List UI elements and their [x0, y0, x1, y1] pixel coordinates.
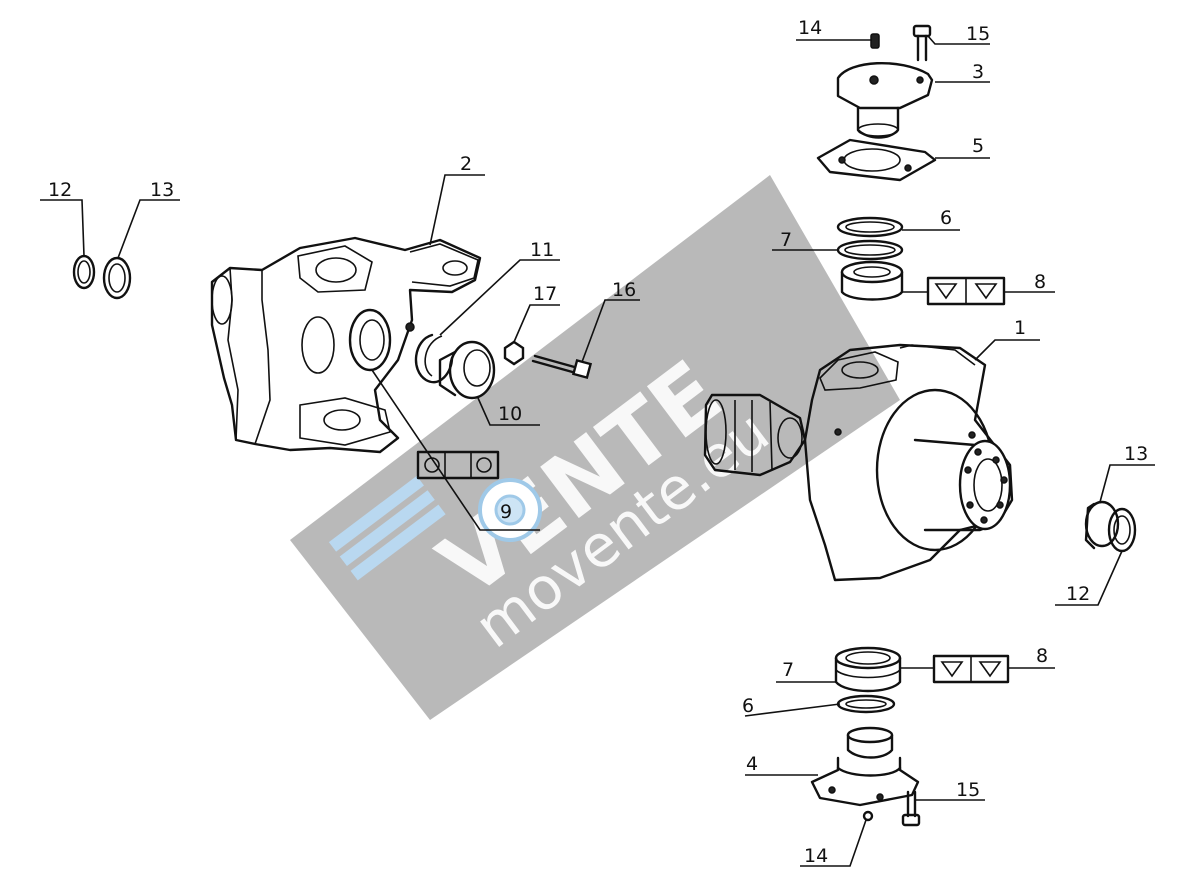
- callout-10: 10: [498, 403, 522, 425]
- callout-5: 5: [972, 135, 984, 157]
- part-15-screw-bottom: [901, 790, 921, 827]
- callout-13-left: 13: [150, 179, 174, 201]
- part-9-bearing-set-symbol: [416, 450, 500, 480]
- callout-6-bottom: 6: [742, 695, 754, 717]
- callout-15-bottom: 15: [956, 779, 980, 801]
- part-7-bearing-bottom: [834, 646, 902, 693]
- callout-4: 4: [746, 753, 758, 775]
- part-1-knuckle: [703, 343, 1014, 582]
- part-4-lower-cap: [810, 726, 920, 807]
- part-14-grease-nipple-bottom: [862, 810, 874, 822]
- part-6-seal-bottom: [836, 694, 896, 714]
- callout-2: 2: [460, 153, 472, 175]
- watermark-band: [290, 175, 900, 720]
- part-3-upper-cap: [836, 61, 934, 139]
- callout-3: 3: [972, 61, 984, 83]
- part-8-bearing-symbol-top: [926, 276, 1006, 306]
- callout-12-left: 12: [48, 179, 72, 201]
- callout-16: 16: [612, 279, 636, 301]
- watermark-logo-core: [494, 494, 526, 526]
- callout-15-top: 15: [966, 23, 990, 45]
- part-8-bearing-symbol-bottom: [932, 654, 1010, 684]
- part-13-washer-left: [102, 256, 132, 300]
- part-15-screw-top: [912, 24, 932, 62]
- callout-8-top: 8: [1034, 271, 1046, 293]
- callout-1: 1: [1014, 317, 1026, 339]
- callout-labels: 12 13 2 11 17 16 10 9 14 15 3 5 6 7 8 1 …: [48, 17, 1148, 867]
- watermark: VENTE movente.eu: [290, 175, 900, 720]
- callout-7-bottom: 7: [782, 659, 794, 681]
- callout-14-bottom: 14: [804, 845, 828, 867]
- part-16-bolt: [531, 354, 593, 380]
- leader-lines: [40, 35, 1155, 867]
- callout-13-right: 13: [1124, 443, 1148, 465]
- callout-17: 17: [533, 283, 557, 305]
- part-11-circlip: [414, 333, 454, 384]
- part-17-nut: [503, 340, 525, 366]
- part-14-grease-nipple-top: [870, 33, 880, 49]
- callout-11: 11: [530, 239, 554, 261]
- watermark-m-mark: [328, 475, 446, 581]
- part-5-gasket: [816, 138, 937, 182]
- part-6-seal-top: [836, 216, 904, 238]
- callout-12-right: 12: [1066, 583, 1090, 605]
- part-10-bearing: [438, 340, 496, 400]
- callout-7-top: 7: [780, 229, 792, 251]
- part-12-ring-left: [72, 254, 96, 290]
- part-8-bearing-top: [840, 260, 904, 301]
- part-13-washer-right: [1084, 500, 1120, 550]
- part-2-housing: [210, 236, 482, 454]
- part-7-ring-top: [836, 239, 904, 261]
- part-12-ring-right: [1107, 507, 1137, 553]
- callout-8-bottom: 8: [1036, 645, 1048, 667]
- callout-9: 9: [500, 501, 512, 523]
- callout-6-top: 6: [940, 207, 952, 229]
- callout-14-top: 14: [798, 17, 822, 39]
